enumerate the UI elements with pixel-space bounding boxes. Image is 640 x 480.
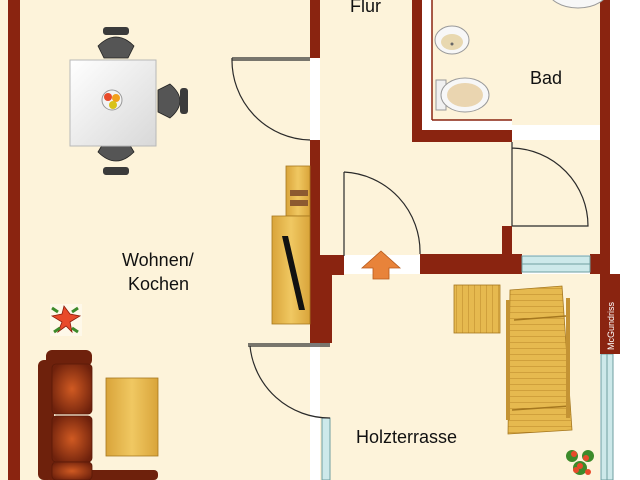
wall-flur-east-stub	[502, 226, 512, 274]
door-flur-wohnen	[231, 57, 311, 141]
chair-right	[157, 83, 188, 119]
wall-flur-west-mid	[310, 140, 320, 255]
watermark-text: McGundriss	[606, 301, 616, 350]
sofa-cushion-1	[51, 363, 93, 415]
terrace-table	[453, 284, 501, 334]
door-entrance	[343, 171, 421, 256]
door-terrasse	[248, 343, 331, 419]
wall-flur-west-top	[310, 0, 320, 58]
floor-flur-lower	[320, 140, 600, 255]
kitchen-counter	[271, 165, 311, 325]
chair-top	[97, 27, 135, 59]
bathtub-icon	[552, 0, 604, 9]
sofa-cushion-3	[51, 461, 93, 480]
sun-lounger	[506, 285, 573, 435]
toilet-icon	[435, 77, 490, 113]
walls	[8, 0, 610, 480]
wall-flur-south-right	[590, 254, 610, 274]
sofa-back	[38, 360, 54, 480]
plant-icon	[50, 304, 82, 336]
sofa-cushion-2	[51, 415, 93, 463]
chair-bottom	[97, 141, 135, 175]
wall-stub-left	[310, 255, 344, 275]
floor-areas	[0, 0, 600, 480]
fruit-bowl-icon	[101, 89, 123, 111]
window-terrasse-door	[321, 417, 331, 480]
wall-west	[8, 0, 20, 480]
coffee-table	[105, 377, 159, 457]
wall-bad-west	[412, 0, 422, 142]
wall-bad-south	[412, 130, 512, 142]
room-label-wohnen: Wohnen/	[122, 250, 194, 270]
room-label-bad: Bad	[530, 68, 562, 88]
sofa-armrest	[46, 350, 92, 366]
floor-west-strip	[0, 0, 8, 480]
room-label-terrasse: Holzterrasse	[356, 427, 457, 447]
wall-bad-east	[600, 0, 610, 274]
dining-set	[69, 27, 188, 175]
entrance-arrow-icon	[360, 250, 402, 280]
room-label-kochen: Kochen	[128, 274, 189, 294]
wall-west-lower	[310, 275, 332, 343]
doors	[231, 57, 589, 419]
sink-icon	[434, 25, 470, 55]
door-bad	[511, 142, 589, 227]
watermark-panel	[600, 274, 620, 354]
plant-icon-terrasse	[566, 450, 594, 475]
sofa	[38, 350, 158, 480]
bath-lining	[422, 0, 512, 130]
wall-flur-south	[420, 254, 522, 274]
stove-icon	[282, 236, 305, 310]
room-label-flur: Flur	[350, 0, 381, 16]
